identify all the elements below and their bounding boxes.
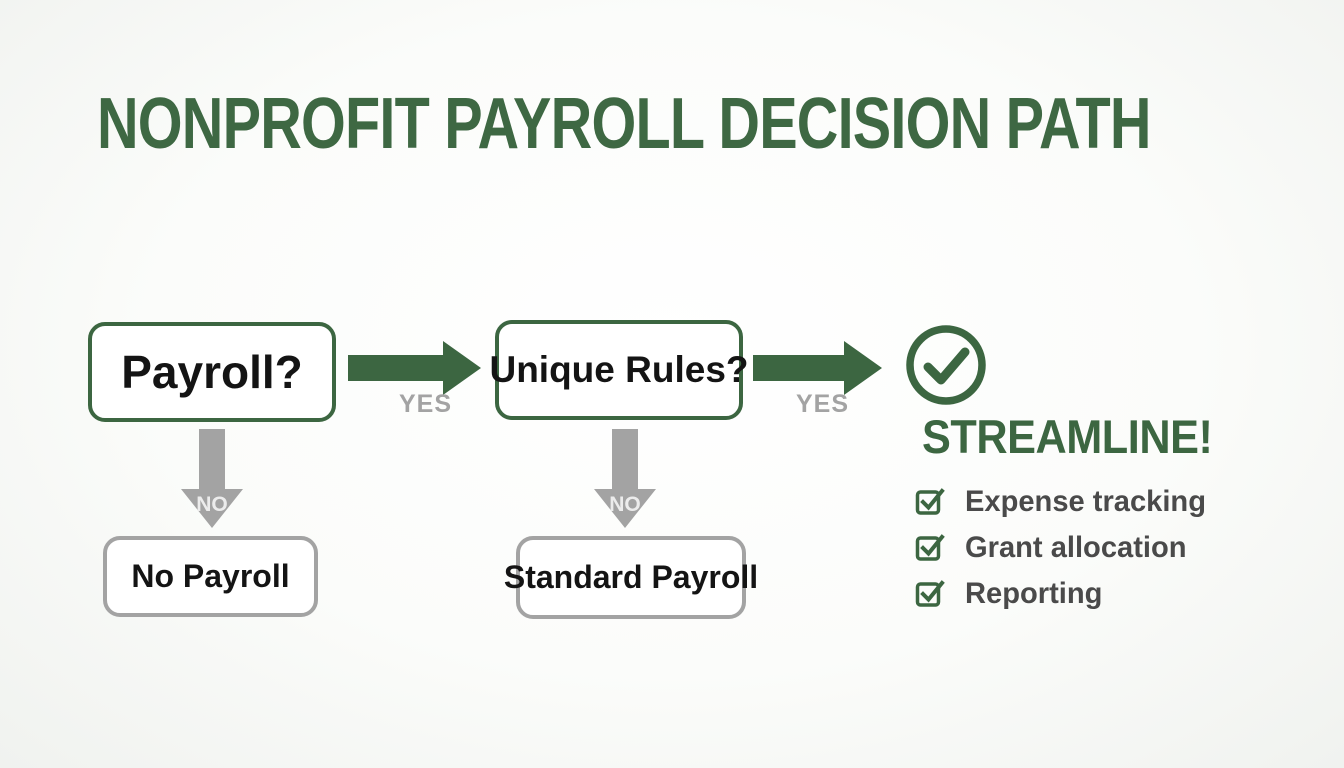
checkbox-checked-icon	[915, 488, 945, 515]
yes-branch-label: YES	[796, 390, 850, 418]
streamline-heading: STREAMLINE!	[922, 410, 1213, 463]
arrow-right-icon	[348, 341, 481, 395]
decision-node-unique-rules: Unique Rules?	[489, 320, 749, 420]
arrow-down-icon	[181, 429, 243, 528]
decision-node-unique-rules-label: Unique Rules?	[489, 349, 749, 390]
arrow-down-icon	[594, 429, 656, 528]
no-branch-label: NO	[196, 493, 228, 516]
benefits-checklist: Expense tracking Grant allocation Report…	[915, 484, 1213, 624]
yes-branch-label: YES	[399, 390, 453, 418]
list-item: Expense tracking	[915, 484, 1213, 518]
decision-node-payroll: Payroll?	[88, 322, 336, 422]
outcome-node-no-payroll: No Payroll	[103, 536, 318, 617]
decision-node-payroll-label: Payroll?	[121, 346, 303, 398]
outcome-node-standard-payroll-label: Standard Payroll	[503, 559, 759, 595]
page-title: NONPROFIT PAYROLL DECISION PATH	[97, 84, 1151, 164]
outcome-node-no-payroll-label: No Payroll	[131, 558, 290, 594]
check-circle-icon	[906, 325, 986, 405]
checklist-item-label: Reporting	[965, 576, 1103, 610]
checkbox-checked-icon	[915, 534, 945, 561]
arrow-right-icon	[753, 341, 882, 395]
checklist-item-label: Expense tracking	[965, 484, 1206, 518]
checkbox-checked-icon	[915, 580, 945, 607]
checklist-item-label: Grant allocation	[965, 530, 1187, 564]
no-branch-label: NO	[609, 493, 641, 516]
list-item: Reporting	[915, 576, 1213, 610]
outcome-node-standard-payroll: Standard Payroll	[504, 536, 758, 619]
list-item: Grant allocation	[915, 530, 1213, 564]
